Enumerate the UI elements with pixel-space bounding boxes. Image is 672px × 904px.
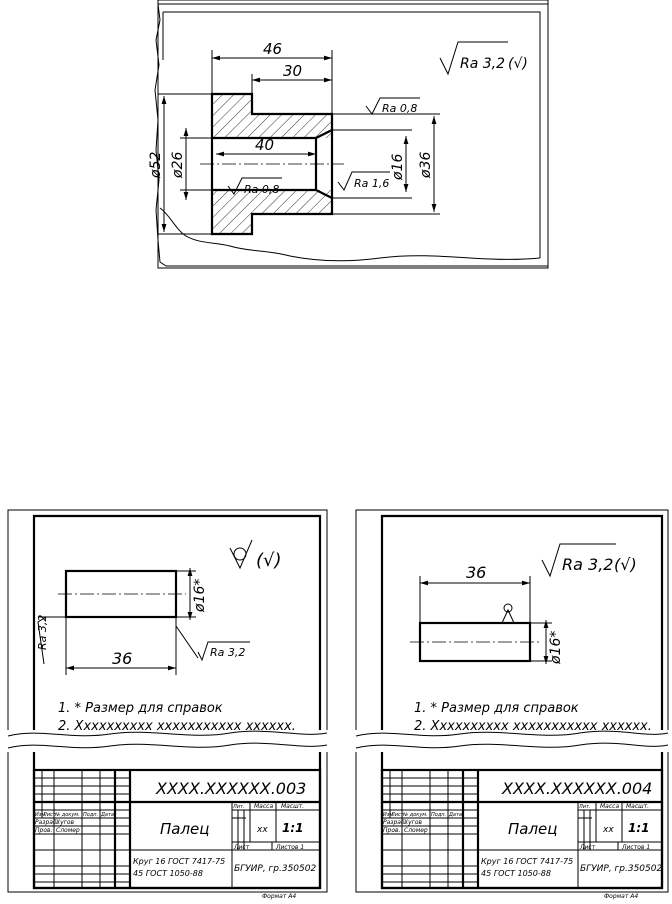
sheet1-hdr-doc: № докум. [54,812,80,818]
top-drawing: 46 30 40 ø52 ø26 ø16 ø36 Ra 0,8 Ra 0,8 R… [148,0,549,269]
sheet1-part-name: Палец [160,820,210,838]
sheet2-mass: xx [602,825,614,835]
dim-d26: ø26 [170,152,186,179]
sheet2-general-roughness: Ra 3,2 [562,555,613,574]
general-roughness-text: Ra 3,2 [460,56,505,72]
roughness-ra08-inner-symbol [227,177,282,195]
roughness-ra08-top-symbol [365,97,420,115]
sheet1-massa: Масса [254,803,273,810]
sheet2-hdr-izm: Изм [383,812,393,818]
sheet1-hdr-izm: Изм [35,812,45,818]
sheet1-outer-border [7,509,328,893]
dim-d16: ø16 [390,154,406,181]
dim-d52: ø52 [148,152,164,179]
sheet1-material-1: Круг 16 ГОСТ 7417-75 [133,857,225,866]
sheet2-hdr-sign: Подп. [431,812,446,818]
sheet2-title-block: Изм Лист № докум. Подп. Дата Разраб. Про… [380,768,664,890]
sheet1-designation: XXXX.XXXXXX.003 [155,779,306,798]
hatched-shaft-top [252,114,332,138]
sheet2-outer-border [355,509,669,893]
sheet1-title-block: Изм Лист № докум. Подп. Дата Разраб. Про… [32,768,322,890]
torn-edge [159,207,541,262]
sheet1-roughness-right: Ra 3,2 [210,646,245,659]
top-frame-outline [154,3,549,267]
sheet1-dim-36: 36 [112,649,132,668]
sheet2-dim-36: 36 [466,563,486,582]
sheet1-listov: Листов 1 [275,844,304,851]
sheet1-name-chk: Сломер [56,827,80,834]
dim-d36: ø36 [418,152,434,179]
sheet2-hdr-list: Лист [390,812,405,818]
sheet1-hdr-list: Лист [42,812,57,818]
top-frame-inner [162,11,541,258]
sheet2-scale: 1:1 [628,821,650,835]
sheet1-lit: Лит. [232,804,245,810]
sheet2-material-2: 45 ГОСТ 1050-88 [481,869,551,878]
sheet1-role-chk: Пров. [35,827,53,834]
sheet2-name-dev: Хугов [403,819,422,826]
sheet2-hdr-date: Дата [448,812,462,818]
sheet1-dim-d16: ø16* [192,579,208,613]
sheet-1: (√) ø16* 36 Ra 3,2 Ra 3,2 1. * Размер дл… [6,509,330,900]
sheet1-general-roughness-symbol [229,539,253,570]
sheet2-masshtab: Масшт. [626,803,649,810]
sheet2-role-chk: Пров. [383,827,401,834]
sheet1-hdr-date: Дата [100,812,114,818]
sheet1-org: БГУИР, гр.350502 [234,864,316,874]
sheet2-material-1: Круг 16 ГОСТ 7417-75 [481,857,573,866]
sheet2-list: Лист [579,844,596,851]
sheet2-listov: Листов 1 [621,844,650,851]
sheet2-lit: Лит. [578,804,591,810]
sheet1-format: Формат А4 [262,893,296,900]
sheet2-designation: XXXX.XXXXXX.004 [501,779,652,798]
roughness-ra08-inner: Ra 0,8 [244,183,279,196]
sheet1-list: Лист [233,844,250,851]
sheet2-note-1: 1. * Размер для справок [414,701,579,716]
general-roughness-note: (√) [508,56,528,72]
sheet2-role-dev: Разраб. [383,819,407,826]
sheet1-role-dev: Разраб. [35,819,59,826]
sheet2-note-2: 2. Хххххххххх ххххххххххх хххххх. [414,719,652,734]
sheet-2: Ra 3,2 (√) 36 ø16* 1. * Размер для справ… [354,509,670,900]
sheet1-hdr-sign: Подп. [83,812,98,818]
sheet1-name-dev: Хугов [55,819,74,826]
roughness-ra16-symbol [337,171,390,191]
sheet1-note-2: 2. Хххххххххх ххххххххххх хххххх. [58,719,296,734]
sheet2-general-roughness-symbol [541,543,616,578]
sheet1-roughness-left: Ra 3,2 [36,615,49,650]
sheet2-general-roughness-note: (√) [614,555,637,574]
general-roughness-symbol [439,41,508,76]
sheet1-material-2: 45 ГОСТ 1050-88 [133,869,203,878]
sheet2-hdr-doc: № докум. [402,812,428,818]
sheet2-org: БГУИР, гр.350502 [580,864,662,874]
sheet1-note-1: 1. * Размер для справок [58,701,223,716]
sheet2-part-name: Палец [508,820,558,838]
sheet1-masshtab: Масшт. [281,803,304,810]
sheet1-scale: 1:1 [282,821,304,835]
roughness-ra08-top: Ra 0,8 [382,102,417,115]
dim-46: 46 [263,40,282,58]
sheet2-massa: Масса [600,803,619,810]
hatched-shaft-bottom [252,190,332,214]
top-frame-border [157,0,549,269]
sheet2-name-chk: Сломер [404,827,428,834]
sheet1-mass: xx [256,825,268,835]
sheet2-dim-d16: ø16* [548,631,564,665]
sheet2-format: Формат А4 [604,893,638,900]
dim-40: 40 [255,136,274,154]
sheet1-general-roughness: (√) [256,550,282,571]
dim-30: 30 [283,62,302,80]
roughness-ra16: Ra 1,6 [354,177,389,190]
